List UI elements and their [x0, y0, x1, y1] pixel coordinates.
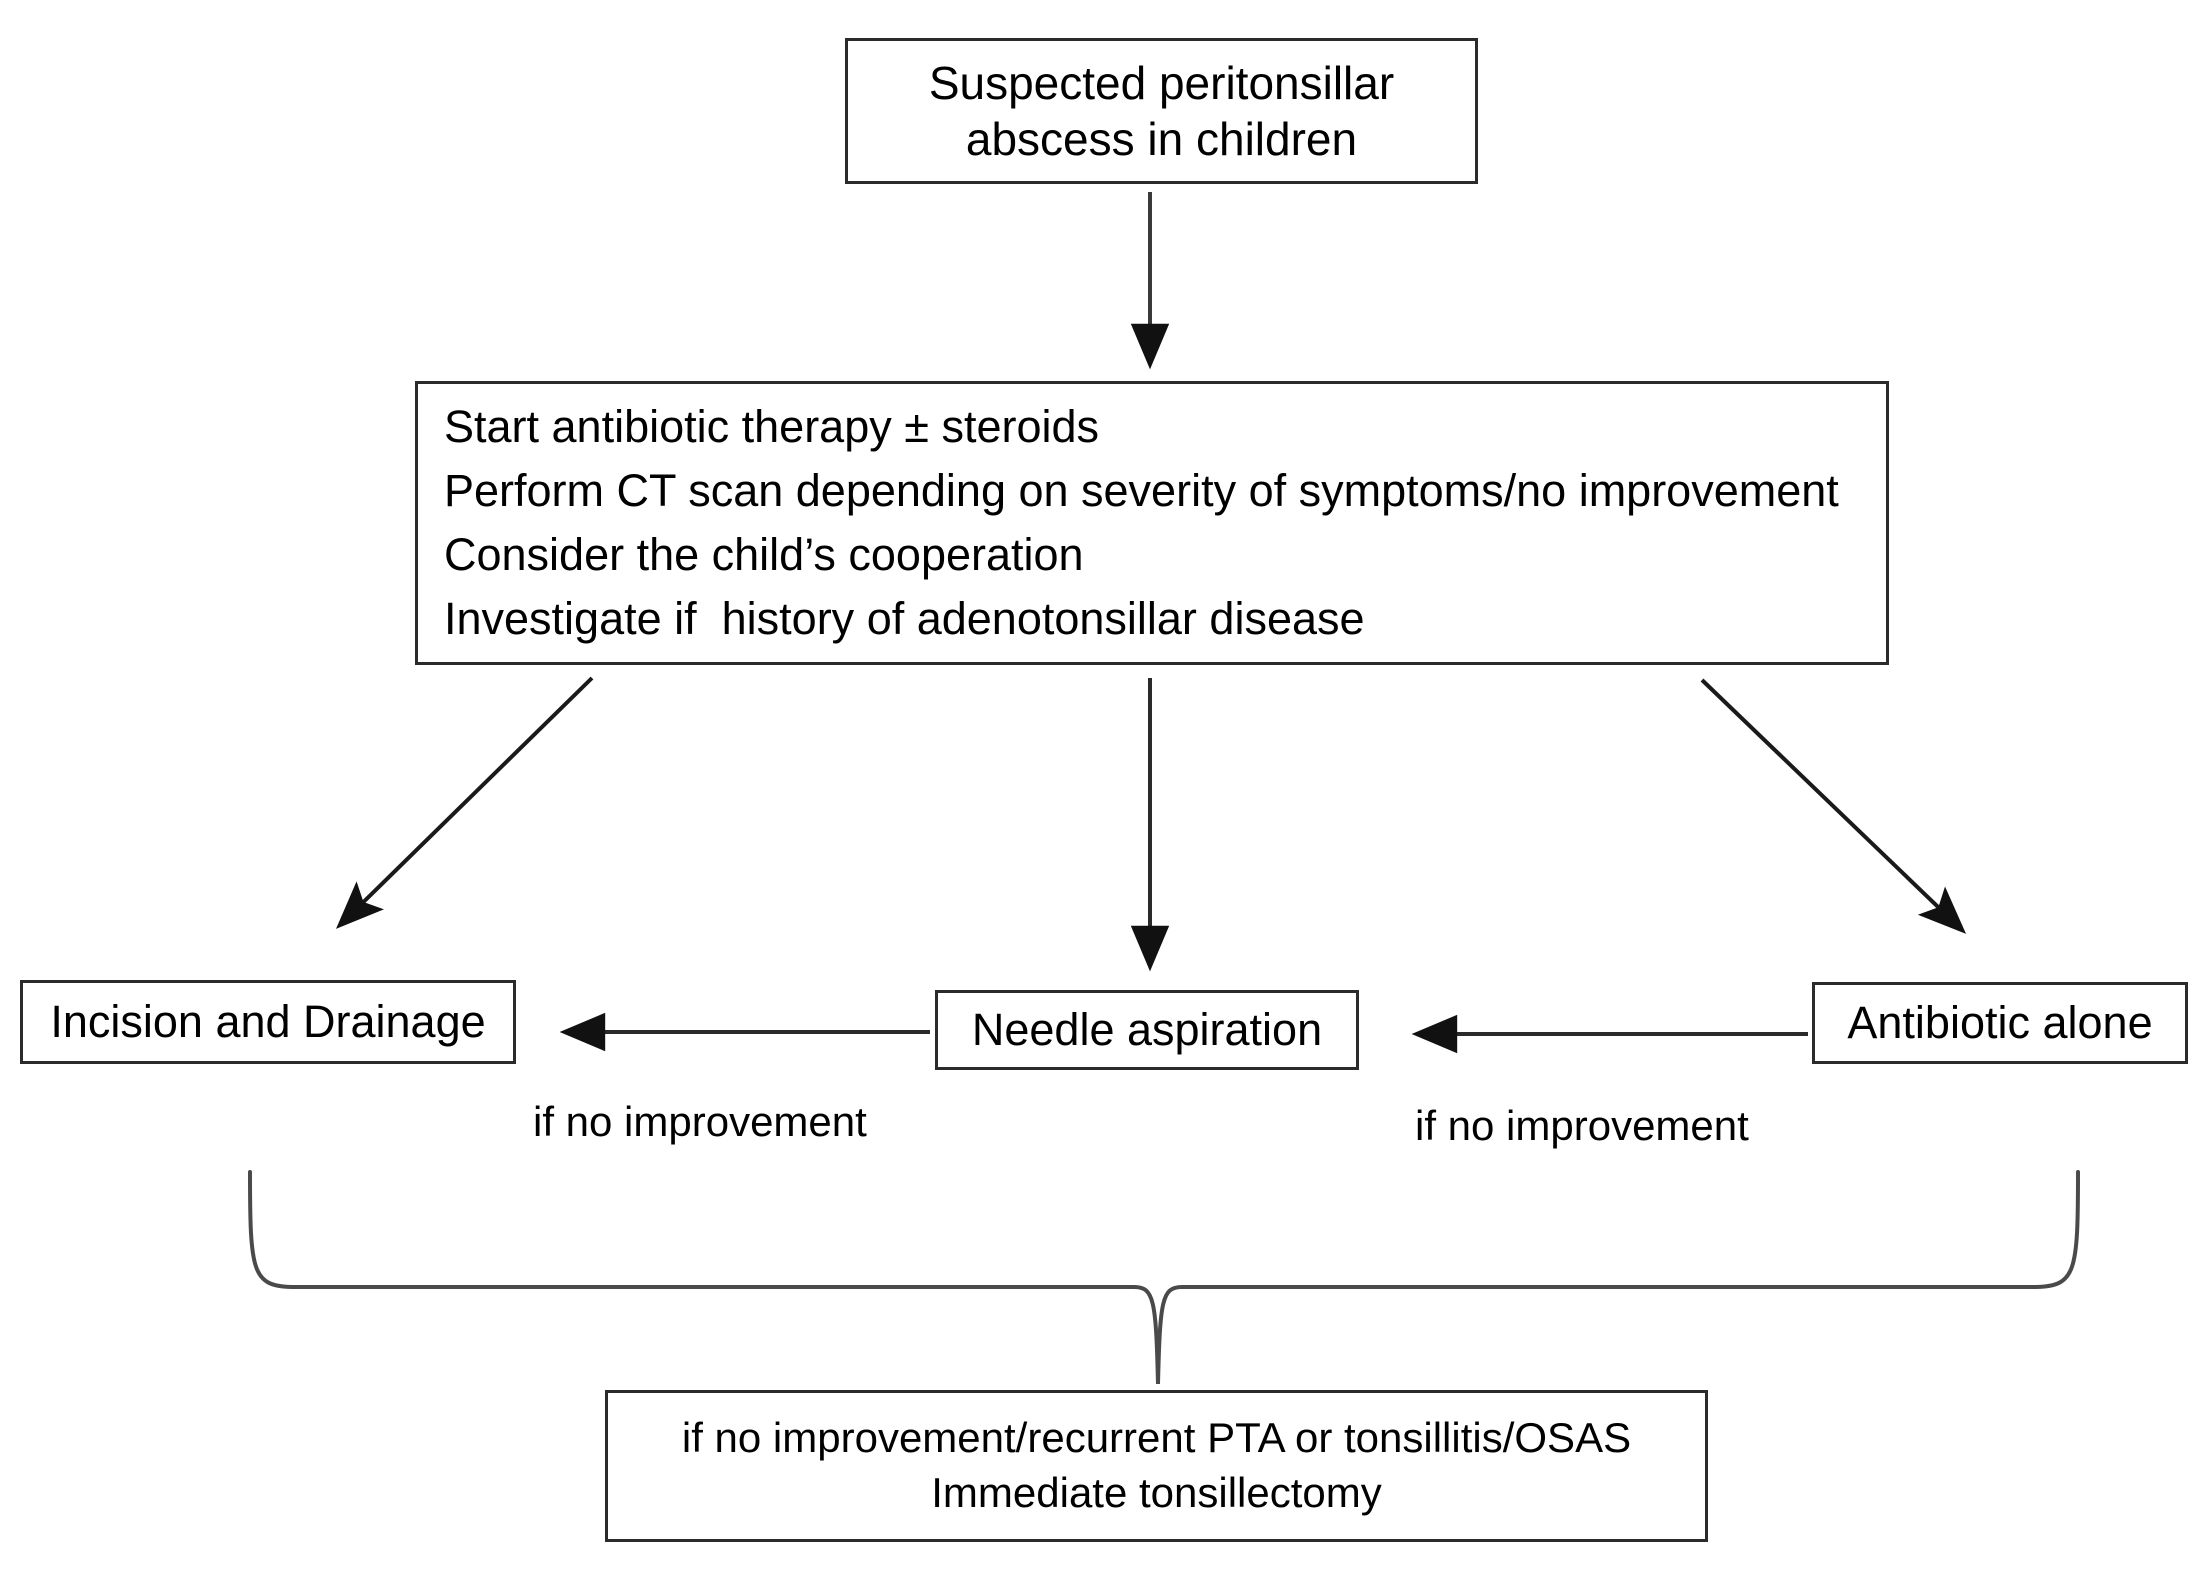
node-incision-and-drainage[interactable]: Incision and Drainage — [20, 980, 516, 1064]
edge-label-needle-to-incision: if no improvement — [533, 1098, 867, 1145]
edge-management-to-incision — [336, 676, 594, 929]
node-initial-management-line-1: Start antibiotic therapy ± steroids — [444, 401, 1100, 453]
node-needle-aspiration-label: Needle aspiration — [971, 1003, 1323, 1055]
node-suspected-pta-line-1: Suspected peritonsillar — [928, 56, 1395, 109]
edge-options-brace — [248, 1170, 2080, 1385]
node-suspected-pta[interactable]: Suspected peritonsillar abscess in child… — [845, 38, 1478, 184]
node-initial-management[interactable]: Start antibiotic therapy ± steroids Perf… — [415, 381, 1889, 665]
node-suspected-pta-line-2: abscess in children — [965, 113, 1358, 165]
node-antibiotic-alone-label: Antibiotic alone — [1847, 996, 2153, 1048]
edge-management-to-antibiotic — [1700, 678, 1967, 934]
node-immediate-tonsillectomy[interactable]: if no improvement/recurrent PTA or tonsi… — [605, 1390, 1708, 1542]
edge-label-antibiotic-to-needle: if no improvement — [1415, 1102, 1749, 1149]
node-immediate-tonsillectomy-line-1: if no improvement/recurrent PTA or tonsi… — [681, 1414, 1632, 1462]
node-immediate-tonsillectomy-line-2: Immediate tonsillectomy — [931, 1469, 1382, 1516]
node-incision-and-drainage-label: Incision and Drainage — [50, 995, 486, 1047]
node-initial-management-line-4: Investigate if history of adenotonsillar… — [444, 592, 1365, 644]
node-initial-management-line-2: Perform CT scan depending on severity of… — [444, 465, 1839, 517]
node-antibiotic-alone[interactable]: Antibiotic alone — [1812, 982, 2188, 1064]
node-initial-management-line-3: Consider the child’s cooperation — [444, 529, 1084, 580]
node-needle-aspiration[interactable]: Needle aspiration — [935, 990, 1359, 1070]
